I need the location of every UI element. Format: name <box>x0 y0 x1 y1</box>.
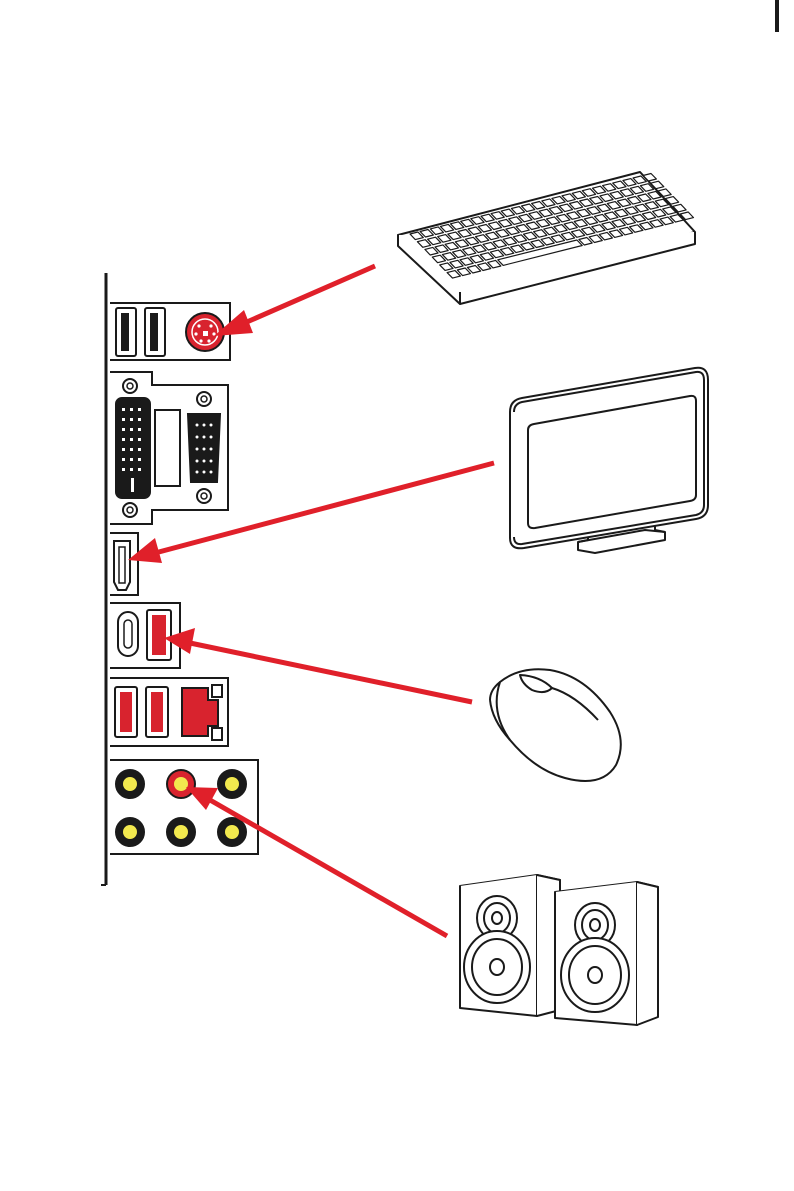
keyboard-icon <box>398 172 695 304</box>
io-panel <box>101 273 258 885</box>
speakers-icon <box>460 875 658 1025</box>
audio-jack-5 <box>167 818 195 846</box>
audio-jack-3 <box>218 770 246 798</box>
audio-jack-6 <box>218 818 246 846</box>
arrow-keyboard-to-ps2 <box>214 266 375 336</box>
arrow-speakers-to-line-out <box>186 787 447 936</box>
monitor-icon <box>510 368 708 553</box>
line-out-jack <box>167 770 195 798</box>
audio-jack-4 <box>116 818 144 846</box>
mouse-icon <box>490 669 621 781</box>
dvi-port <box>116 379 150 517</box>
ps2-port <box>186 313 224 351</box>
audio-jack-1 <box>116 770 144 798</box>
